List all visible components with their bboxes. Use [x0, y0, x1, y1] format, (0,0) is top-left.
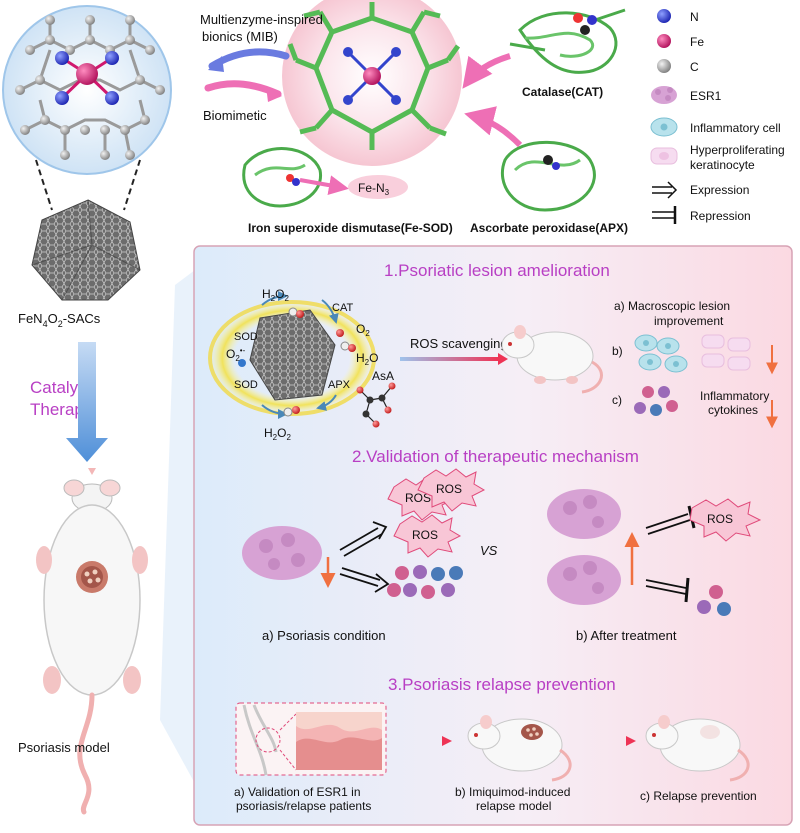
- legend-n-icon: [657, 9, 671, 23]
- patient-skin-panel-icon: [235, 702, 387, 776]
- legend-keratinocyte-label-1: Hyperproliferating: [690, 143, 785, 157]
- psoriasis-model-label: Psoriasis model: [18, 740, 110, 755]
- s1-a-label-1: a) Macroscopic lesion: [614, 299, 730, 313]
- catalytic-cycle-icon: [208, 291, 396, 428]
- s3-b-label-2: relapse model: [476, 799, 551, 813]
- fe-sod-label: Iron superoxide dismutase(Fe-SOD): [248, 221, 453, 235]
- apx-arrow-icon: [464, 106, 523, 148]
- catalase-label: Catalase(CAT): [522, 85, 603, 99]
- inflammatory-cells-icon: [634, 334, 688, 373]
- mib-arrow-icon: [208, 48, 290, 70]
- legend-n-label: N: [690, 10, 699, 24]
- mib-label-2: bionics (MIB): [202, 29, 278, 44]
- s1-a-label-2: improvement: [654, 314, 724, 328]
- zoom-guide-right: [123, 159, 141, 211]
- cytokines-left-icon: [387, 565, 463, 599]
- legend-inflammatory-label: Inflammatory cell: [690, 121, 781, 135]
- s3-c-label: c) Relapse prevention: [640, 789, 757, 803]
- catalase-protein-icon: [509, 8, 626, 74]
- expression-arrow-ros: [339, 521, 388, 557]
- fe-n3-arrow-icon: [299, 175, 349, 196]
- fe-sod-protein-icon: [242, 147, 322, 208]
- cat-label: CAT: [332, 302, 353, 314]
- cat-arrow-icon: [462, 53, 511, 89]
- s1-c-label: c): [612, 393, 622, 407]
- apx-label: Ascorbate peroxidase(APX): [470, 221, 628, 235]
- ros-scavenging-arrow: [400, 357, 498, 361]
- legend-inflammatory-cell-icon: [650, 117, 678, 137]
- s3-a-label-2: psoriasis/relapse patients: [236, 799, 371, 813]
- mib-label-1: Multienzyme-inspired: [200, 12, 323, 27]
- cytokines-label-1: Inflammatory: [700, 389, 769, 403]
- biomimetic-label: Biomimetic: [203, 108, 267, 123]
- h2o-label: H2O: [356, 351, 378, 367]
- prevented-rat-icon: [645, 715, 750, 782]
- apx-cycle-label: APX: [328, 379, 351, 391]
- section-2-title: 2.Validation of therapeutic mechanism: [352, 447, 639, 466]
- s1-b-label: b): [612, 344, 623, 358]
- psoriasis-mouse-icon: [36, 468, 148, 815]
- repression-cytokines: [645, 577, 690, 603]
- esr1-protein-right-top-icon: [547, 489, 621, 539]
- esr1-protein-left-icon: [242, 526, 322, 580]
- ros-scavenging-label: ROS scavenging: [410, 336, 508, 351]
- legend-keratinocyte-icon: [650, 147, 678, 165]
- legend-esr1-icon: [651, 86, 677, 104]
- expression-arrow-cytokines: [339, 567, 390, 593]
- porphyrin-circle-icon: [282, 0, 462, 166]
- legend-c-label: C: [690, 60, 699, 74]
- legend-expression-label: Expression: [690, 183, 749, 197]
- section-3-title: 3.Psoriasis relapse prevention: [388, 675, 616, 694]
- legend-esr1-label: ESR1: [690, 89, 722, 103]
- legend-c-icon: [657, 59, 671, 73]
- keratinocytes-icon: [701, 334, 751, 371]
- vs-label: VS: [480, 543, 498, 558]
- legend-expression-icon: [652, 181, 678, 199]
- h2o2-top-label: H2O2: [262, 287, 289, 303]
- down-arrow-icon: [66, 342, 108, 462]
- s2-b-label: b) After treatment: [576, 628, 677, 643]
- ros-label-2: ROS: [436, 482, 462, 496]
- sac-label: FeN4O2-SACs: [18, 311, 101, 329]
- legend-fe-label: Fe: [690, 35, 704, 49]
- section-1-title: 1.Psoriatic lesion amelioration: [384, 261, 610, 280]
- fe-n3-badge: [348, 175, 408, 199]
- h2o2-bottom-label: H2O2: [264, 426, 291, 442]
- fe-n3-label: Fe-N3: [358, 181, 390, 197]
- cytokines-label-2: cytokines: [708, 403, 758, 417]
- s3-a-label-1: a) Validation of ESR1 in: [234, 785, 361, 799]
- apx-protein-icon: [500, 140, 596, 212]
- fen4-lattice-zoom-icon: [2, 5, 172, 175]
- s2-a-label: a) Psoriasis condition: [262, 628, 386, 643]
- asa-label: AsA: [372, 369, 394, 383]
- s3-b-label-1: b) Imiquimod-induced: [455, 785, 570, 799]
- legend-fe-icon: [657, 34, 671, 48]
- ros-label-right: ROS: [707, 512, 733, 526]
- ros-label-3: ROS: [412, 528, 438, 542]
- cytokines-icon: [634, 386, 678, 416]
- superoxide-label: O2•-: [226, 346, 246, 363]
- ros-burst-right-icon: [689, 498, 762, 542]
- legend: N Fe C ESR1 Inflammatory cell Hyperproli…: [650, 9, 785, 224]
- o2-label: O2: [356, 322, 370, 338]
- sod-top-label: SOD: [234, 331, 258, 343]
- ros-burst-left-3-icon: [393, 514, 462, 558]
- legend-repression-label: Repression: [690, 209, 751, 223]
- sod-bottom-label: SOD: [234, 379, 258, 391]
- ros-burst-left-2-icon: [417, 468, 486, 512]
- legend-keratinocyte-label-2: keratinocyte: [690, 158, 755, 172]
- legend-repression-icon: [652, 206, 677, 224]
- ros-label-1: ROS: [405, 491, 431, 505]
- nanoparticle-icon: [31, 199, 141, 301]
- esr1-protein-right-bottom-icon: [547, 555, 621, 605]
- zoom-guide-left: [35, 159, 53, 211]
- relapse-rat-icon: [467, 715, 572, 782]
- therapy-label: Therapy: [30, 400, 93, 419]
- treated-rat-icon: [501, 325, 603, 394]
- cytokines-right-icon: [697, 585, 731, 616]
